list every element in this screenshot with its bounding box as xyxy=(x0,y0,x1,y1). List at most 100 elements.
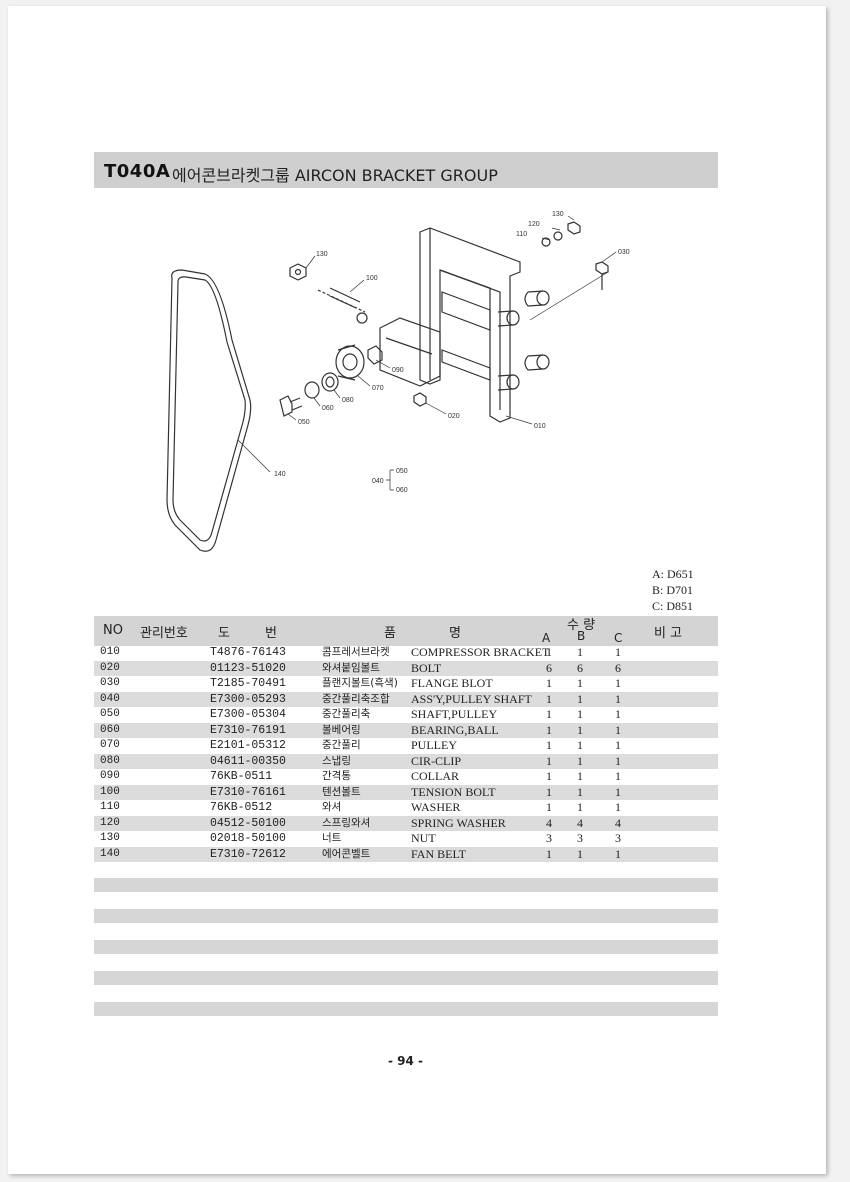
cell-korean-name: 텐션볼트 xyxy=(322,785,361,798)
callout-120: 120 xyxy=(528,221,540,228)
cell-english-name: SHAFT,PULLEY xyxy=(411,707,498,721)
cell-qty-c: 1 xyxy=(615,707,621,721)
cell-korean-name: 와셔 xyxy=(322,801,342,813)
cell-part-no: E7310-76191 xyxy=(210,723,286,737)
cell-no: 020 xyxy=(100,661,120,674)
header-no: NO xyxy=(103,623,123,638)
blank-row-band xyxy=(94,909,718,923)
cell-english-name: CIR-CLIP xyxy=(411,753,462,768)
cell-part-no: E7310-76161 xyxy=(210,785,286,799)
cell-qty-c: 1 xyxy=(615,846,621,861)
header-qty-a: A xyxy=(542,631,551,645)
cell-english-name: WASHER xyxy=(411,800,461,814)
cell-part-no: 76KB-0511 xyxy=(210,770,273,783)
cell-english-name: NUT xyxy=(411,831,436,845)
header-part-no-2: 번 xyxy=(265,626,277,641)
callout-040-050: 050 xyxy=(396,468,408,475)
cell-part-no: T2185-70491 xyxy=(210,677,286,690)
cell-qty-a: 1 xyxy=(546,800,552,814)
cell-korean-name: 에어콘벨트 xyxy=(322,847,371,860)
cell-qty-c: 1 xyxy=(615,769,621,783)
cell-korean-name: 너트 xyxy=(322,832,342,844)
cell-english-name: ASS'Y,PULLEY SHAFT xyxy=(411,691,532,706)
cell-qty-a: 1 xyxy=(546,707,552,721)
cell-korean-name: 중간풀리축 xyxy=(322,708,371,720)
cell-no: 030 xyxy=(100,677,120,689)
callout-080: 080 xyxy=(342,397,354,404)
cell-qty-b: 1 xyxy=(577,707,583,721)
cell-qty-a: 4 xyxy=(546,815,552,830)
cell-no: 110 xyxy=(100,801,120,813)
cell-korean-name: 스프링와셔 xyxy=(322,816,371,829)
callout-140: 140 xyxy=(274,471,286,478)
table-header xyxy=(94,616,718,646)
cell-qty-b: 1 xyxy=(577,645,583,659)
cell-english-name: COLLAR xyxy=(411,769,459,783)
cell-qty-c: 1 xyxy=(615,738,621,752)
cell-qty-b: 1 xyxy=(577,722,583,737)
cell-qty-a: 3 xyxy=(546,831,552,845)
cell-korean-name: 와셔붙임볼트 xyxy=(322,661,380,674)
header-name-1: 품 xyxy=(384,626,396,641)
callout-020: 020 xyxy=(448,413,460,420)
header-qty: 수 량 xyxy=(567,618,596,633)
cell-english-name: SPRING WASHER xyxy=(411,815,506,830)
callout-130-left: 130 xyxy=(316,251,328,258)
section-header-bar xyxy=(94,152,718,188)
cell-no: 100 xyxy=(100,785,120,798)
cell-part-no: E2101-05312 xyxy=(210,739,286,752)
cell-korean-name: 볼베어링 xyxy=(322,723,361,736)
model-a: A: D651 xyxy=(652,567,694,581)
cell-no: 050 xyxy=(100,708,120,720)
cell-qty-b: 1 xyxy=(577,753,583,768)
cell-korean-name: 간격통 xyxy=(322,770,351,782)
cell-qty-a: 1 xyxy=(546,691,552,706)
exploded-parts-diagram: 130 120 110 030 130 100 090 070 080 060 … xyxy=(166,211,630,552)
cell-english-name: TENSION BOLT xyxy=(411,784,496,799)
cell-qty-b: 4 xyxy=(577,815,583,830)
cell-no: 090 xyxy=(100,770,120,782)
model-b: B: D701 xyxy=(652,583,694,597)
callout-130-top: 130 xyxy=(552,211,564,218)
cell-english-name: COMPRESSOR BRACKET xyxy=(411,645,550,659)
cell-korean-name: 중간풀리축조합 xyxy=(322,692,390,705)
cell-qty-c: 6 xyxy=(615,660,621,675)
cell-part-no: 76KB-0512 xyxy=(210,801,273,814)
header-qty-c: C xyxy=(614,631,623,645)
model-legend: A: D651 B: D701 C: D851 xyxy=(652,566,694,614)
cell-qty-a: 1 xyxy=(546,645,552,659)
cell-qty-b: 1 xyxy=(577,691,583,706)
cell-part-no: E7300-05304 xyxy=(210,708,286,721)
cell-qty-b: 1 xyxy=(577,800,583,814)
cell-no: 080 xyxy=(100,754,120,767)
cell-part-no: T4876-76143 xyxy=(210,646,286,659)
section-title: 에어콘브라켓그룹 AIRCON BRACKET GROUP xyxy=(172,166,498,185)
cell-english-name: FAN BELT xyxy=(411,846,467,861)
cell-english-name: BEARING,BALL xyxy=(411,722,499,737)
header-mgmt-no: 관리번호 xyxy=(140,626,188,641)
cell-english-name: FLANGE BLOT xyxy=(411,676,493,690)
header-part-no-1: 도 xyxy=(218,626,230,641)
cell-qty-a: 6 xyxy=(546,660,552,675)
cell-qty-a: 1 xyxy=(546,784,552,799)
cell-qty-b: 3 xyxy=(577,831,583,845)
cell-english-name: PULLEY xyxy=(411,738,457,752)
cell-no: 120 xyxy=(100,816,120,829)
callout-040-060: 060 xyxy=(396,487,408,494)
callout-070: 070 xyxy=(372,385,384,392)
cell-english-name: BOLT xyxy=(411,660,442,675)
header-qty-b: B xyxy=(577,629,586,643)
cell-part-no: 04611-00350 xyxy=(210,754,286,768)
cell-no: 060 xyxy=(100,723,120,736)
callout-010: 010 xyxy=(534,423,546,430)
